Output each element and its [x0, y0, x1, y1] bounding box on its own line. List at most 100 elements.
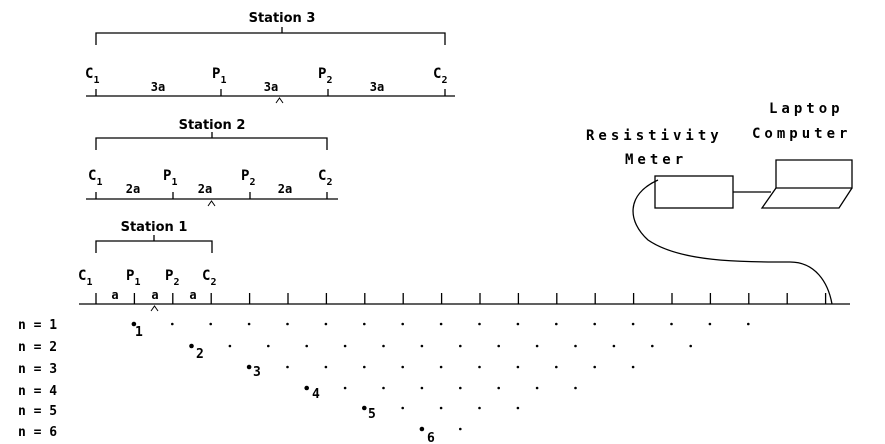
level-point-n3: [593, 365, 596, 369]
level-point-n6: [459, 427, 462, 431]
level-point-n5: [401, 406, 405, 410]
level-point-n4: [497, 386, 501, 390]
station-2-midpoint-caret: [207, 200, 216, 207]
station-1-electrode-p1: P1: [126, 268, 140, 288]
station-2: Station 2 C1 P1 P2 C2 2a 2a 2a: [86, 118, 338, 207]
station-2-title: Station 2: [179, 118, 246, 133]
level-point-n2: [612, 344, 616, 348]
resistivity-meter-label-2: Meter: [625, 152, 687, 168]
level-point-n4: [343, 386, 347, 390]
station-2-electrode-ticks: [95, 192, 328, 199]
station-2-spacing-1: 2a: [126, 182, 140, 196]
electrode-ticks: [95, 293, 827, 304]
station-1-spacing-3: a: [189, 288, 196, 302]
station-3-electrode-p2: P2: [318, 66, 332, 86]
level-point-first-n5: [362, 405, 367, 411]
level-point-n3: [363, 365, 366, 369]
station-1-spacing-1: a: [111, 288, 118, 302]
level-point-n3: [286, 365, 289, 369]
level-point-n3: [401, 365, 405, 369]
station-2-electrode-c2: C2: [318, 168, 332, 188]
station-3-spacing-3: 3a: [370, 80, 384, 94]
station-3-electrode-p1: P1: [212, 66, 226, 86]
level-point-n2: [343, 344, 347, 348]
station-3-electrode-c1: C1: [85, 66, 99, 86]
level-point-n1: [171, 322, 174, 326]
level-point-n2: [535, 344, 539, 348]
station-3: Station 3 C1 P1 P2 C2 3a 3a 3a: [85, 11, 455, 104]
level-point-label-1: 1: [135, 325, 143, 340]
level-label-n2: n = 2: [18, 340, 57, 355]
level-point-n4: [535, 386, 539, 390]
level-point-n4: [420, 386, 424, 390]
level-point-n1: [439, 322, 443, 326]
station-3-title: Station 3: [249, 11, 316, 26]
station-1: Station 1 C1 P1 P2 C2 a a a: [78, 220, 216, 312]
level-point-label-2: 2: [196, 347, 204, 362]
station-1-spacing-2: a: [151, 288, 158, 302]
level-point-n1: [324, 322, 328, 326]
level-label-n1: n = 1: [18, 318, 57, 333]
station-3-spacing-2: 3a: [264, 80, 278, 94]
station-3-spacing-1: 3a: [151, 80, 165, 94]
level-point-n4: [459, 386, 462, 390]
level-point-n1: [516, 322, 520, 326]
level-point-n3: [439, 365, 443, 369]
level-point-n1: [747, 322, 750, 326]
resistivity-meter-label: Resistivity: [586, 128, 723, 144]
level-point-labels: 1 2 3 4 5 6: [135, 325, 435, 444]
pseudosection: n = 1 n = 2 n = 3 n = 4 n = 5 n = 6 1 2 …: [18, 318, 750, 444]
laptop-label-2: Computer: [752, 126, 851, 142]
level-label-n5: n = 5: [18, 404, 57, 419]
level-point-n2: [420, 344, 424, 348]
station-2-electrode-c1: C1: [88, 168, 102, 188]
station-3-bracket: [95, 27, 446, 45]
level-point-first-n6: [419, 426, 425, 432]
level-point-first-n3: [246, 364, 252, 370]
survey-line: [79, 293, 850, 305]
level-point-n3: [324, 365, 328, 369]
level-point-n2: [267, 344, 270, 348]
level-point-n1: [401, 322, 405, 326]
level-point-first-n1: [131, 321, 137, 327]
station-1-bracket: [95, 235, 213, 253]
level-point-label-6: 6: [427, 431, 435, 444]
station-1-electrode-p2: P2: [165, 268, 179, 288]
level-point-n4: [382, 386, 385, 390]
level-points: [131, 321, 750, 432]
level-label-n6: n = 6: [18, 425, 57, 440]
station-3-midpoint-caret: [275, 97, 284, 104]
level-point-n1: [670, 322, 673, 326]
level-point-label-5: 5: [368, 407, 376, 422]
equipment: Resistivity Meter Laptop Computer: [586, 101, 853, 305]
level-point-n2: [382, 344, 385, 348]
level-point-n1: [708, 322, 712, 326]
level-point-n5: [439, 406, 443, 410]
station-2-bracket: [95, 132, 328, 150]
level-point-label-4: 4: [312, 387, 320, 402]
level-point-n1: [286, 322, 289, 326]
level-point-n2: [497, 344, 501, 348]
station-1-electrode-c2: C2: [202, 268, 216, 288]
resistivity-meter-box: [654, 175, 734, 209]
level-point-n3: [555, 365, 558, 369]
station-2-electrode-p2: P2: [241, 168, 255, 188]
level-point-n2: [228, 344, 232, 348]
station-1-title: Station 1: [121, 220, 188, 235]
laptop-label: Laptop: [769, 101, 844, 117]
level-point-n1: [478, 322, 481, 326]
laptop-computer-icon: [760, 159, 853, 209]
level-point-n3: [516, 365, 520, 369]
level-point-n5: [516, 406, 520, 410]
meter-to-line-cable: [632, 179, 833, 305]
level-point-n2: [574, 344, 577, 348]
level-point-n1: [363, 322, 366, 326]
level-point-n3: [631, 365, 635, 369]
level-point-n1: [247, 322, 251, 326]
level-point-n2: [305, 344, 309, 348]
level-point-n1: [631, 322, 635, 326]
station-2-spacing-3: 2a: [278, 182, 292, 196]
level-point-n2: [651, 344, 654, 348]
